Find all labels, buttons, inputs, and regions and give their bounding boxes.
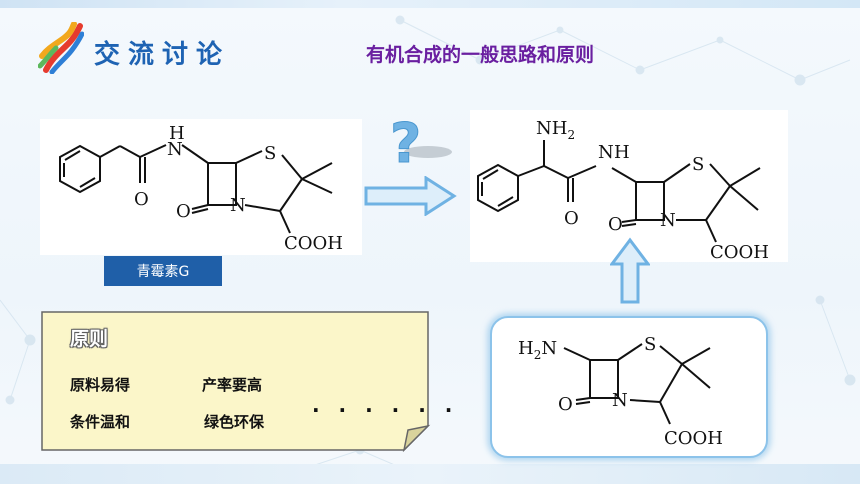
- principle-item: 原料易得: [70, 376, 131, 394]
- principle-heading: 原则: [70, 328, 109, 350]
- ampicillin-diagram: NH2 N H O O N S COOH: [477, 118, 769, 262]
- atom-s: S: [264, 143, 276, 164]
- penicillin-g-structure: H N O O N S COOH: [40, 119, 362, 255]
- footer-band: [0, 464, 860, 484]
- atom-o: O: [564, 208, 579, 229]
- arrow-right-icon: [364, 176, 457, 216]
- atom-n: N: [598, 142, 614, 163]
- question-mark-icon: ?: [390, 112, 452, 174]
- apa-structure-card: H2N O N S COOH: [490, 316, 768, 458]
- atom-o: O: [558, 394, 573, 415]
- dna-helix-logo: [38, 22, 84, 74]
- atom-h: H: [614, 142, 630, 163]
- main-title: 有机合成的一般思路和原则: [366, 44, 595, 66]
- carboxyl-group: COOH: [664, 428, 723, 449]
- atom-o: O: [176, 201, 191, 222]
- penicillin-g-label: 青霉素G: [104, 256, 222, 286]
- carboxyl-group: COOH: [710, 242, 769, 262]
- carboxyl-group: COOH: [284, 233, 343, 254]
- header-band: [0, 0, 860, 8]
- principle-item: 绿色环保: [204, 413, 265, 431]
- ellipsis: · · · · · ·: [312, 398, 459, 422]
- arrow-up-icon: [610, 237, 650, 304]
- principle-item: 产率要高: [202, 376, 263, 394]
- atom-h: H: [169, 123, 185, 144]
- atom-n: N: [660, 210, 676, 231]
- atom-n: N: [230, 195, 246, 216]
- amino-group: NH2: [536, 118, 575, 142]
- amino-group: H2N: [518, 338, 557, 362]
- atom-n: N: [612, 390, 628, 411]
- section-title: 交流讨论: [94, 40, 231, 70]
- atom-o: O: [608, 214, 623, 235]
- atom-o: O: [134, 189, 149, 210]
- atom-n: N: [167, 139, 183, 160]
- atom-s: S: [644, 334, 656, 355]
- ampicillin-structure: NH2 N H O O N S COOH: [470, 110, 788, 262]
- penicillin-g-diagram: H N O O N S COOH: [59, 123, 343, 254]
- principle-item: 条件温和: [70, 413, 131, 431]
- atom-s: S: [692, 154, 704, 175]
- apa-diagram: H2N O N S COOH: [518, 334, 723, 449]
- principle-note-card: [41, 311, 431, 452]
- svg-text:?: ?: [390, 112, 421, 174]
